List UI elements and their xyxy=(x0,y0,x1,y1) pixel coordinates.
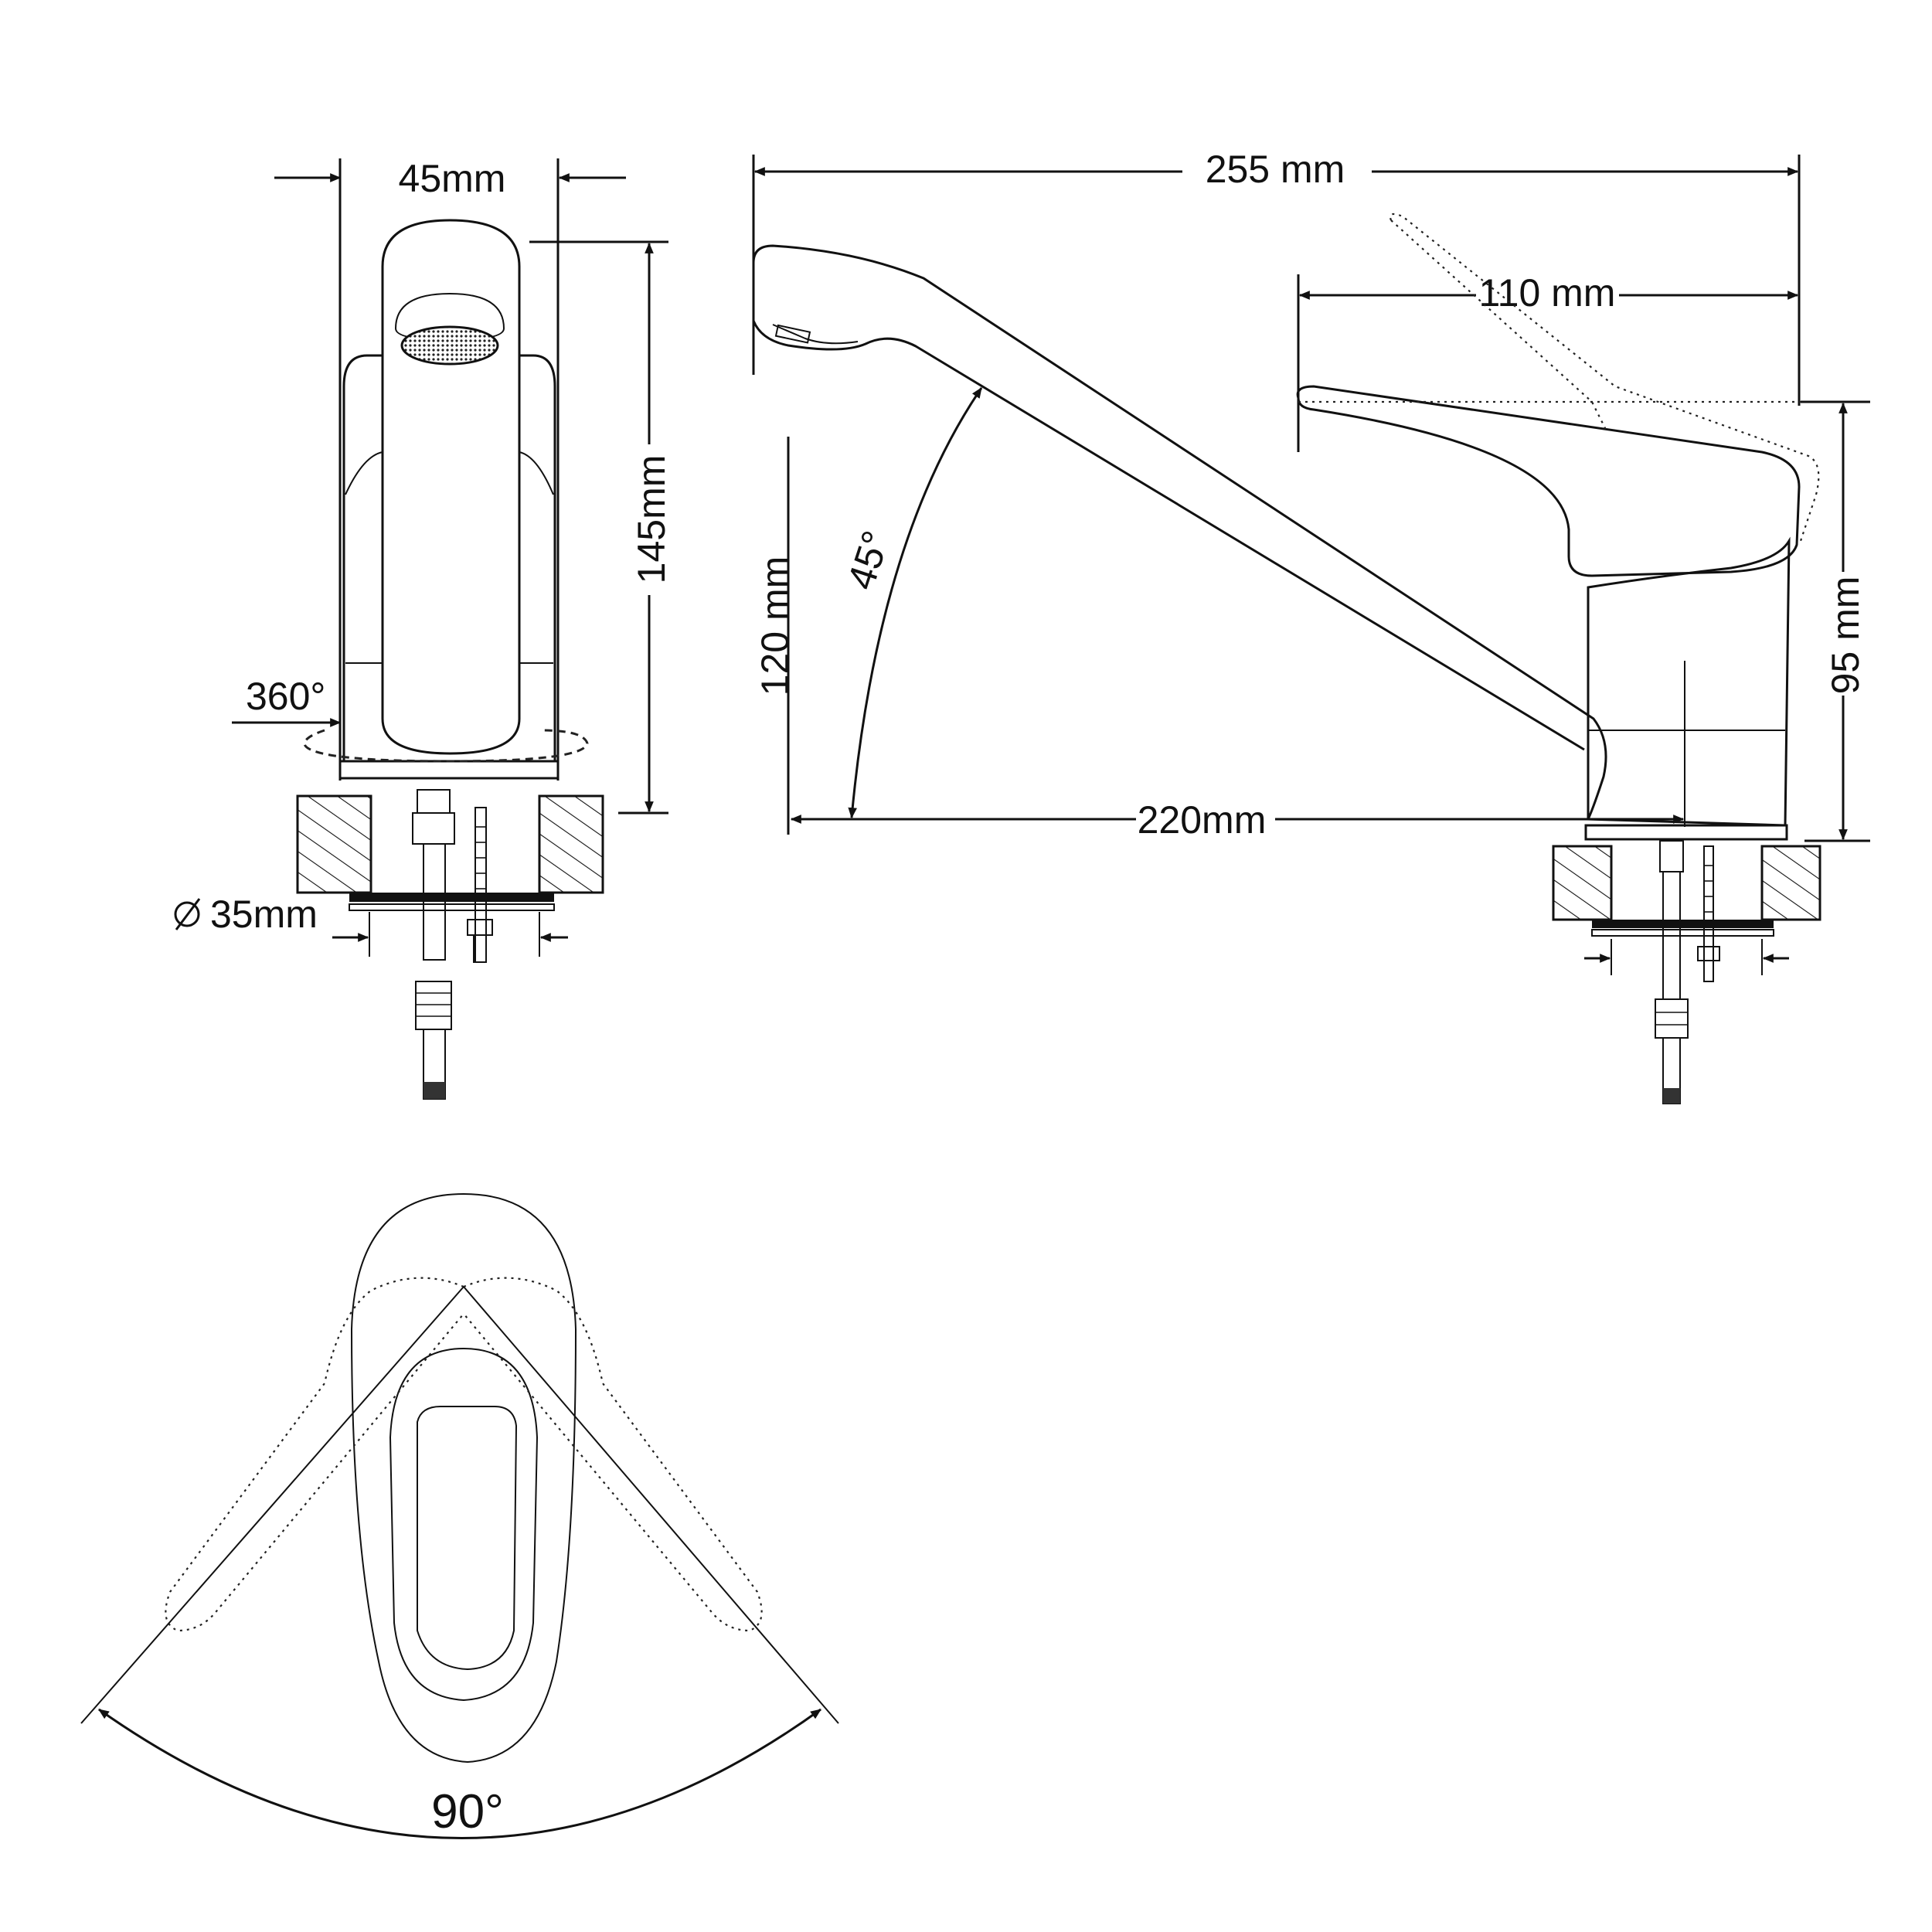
lever-label: 110 mm xyxy=(1479,271,1616,315)
handle-raised-ghost xyxy=(1389,213,1820,542)
body-shoulder-left xyxy=(345,451,383,495)
pipe-fitting-side xyxy=(1655,998,1689,1039)
stud-nut xyxy=(467,919,493,936)
gasket-side xyxy=(1592,920,1774,928)
body-left-edge xyxy=(342,354,383,761)
spout-front xyxy=(381,219,521,755)
base-flange-side xyxy=(1584,824,1788,841)
side-view: 255 mm 110 mm 120 mm 45° 220mm xyxy=(752,148,1870,1104)
gasket xyxy=(349,893,554,902)
handle-ghost-right xyxy=(463,1277,763,1632)
spout-height-label: 120 mm xyxy=(753,556,797,696)
spout-nozzle xyxy=(772,324,859,345)
base-outline-top xyxy=(350,1192,577,1764)
washer-side xyxy=(1591,929,1774,937)
countertop-left xyxy=(296,794,372,894)
rotation-label: 360° xyxy=(246,675,325,718)
pipe-nut-side xyxy=(1659,840,1684,872)
pipe-end-side xyxy=(1663,1088,1680,1104)
pipe-fitting xyxy=(415,981,452,1030)
pipe-end xyxy=(423,1082,445,1099)
stud-end xyxy=(473,934,487,963)
width-label: 45mm xyxy=(399,157,506,200)
handle-grip-top xyxy=(417,1406,518,1671)
swing-line-left xyxy=(80,1286,464,1724)
handle-raised-ghost-inner xyxy=(1390,219,1608,434)
aerator-mesh xyxy=(400,325,499,366)
countertop-right-side xyxy=(1760,845,1821,921)
countertop-left-side xyxy=(1552,845,1613,921)
body-shoulder-right xyxy=(519,451,554,495)
spout-angle-label: 45° xyxy=(839,526,899,594)
countertop-right xyxy=(538,794,604,894)
washer xyxy=(349,903,555,911)
threaded-stud xyxy=(474,807,487,963)
height-label: 145mm xyxy=(630,455,673,584)
swing-arc xyxy=(98,1708,821,1839)
body-side xyxy=(1587,536,1791,827)
rotation-circle xyxy=(303,729,589,763)
threaded-stud-side xyxy=(1703,845,1714,982)
stud-nut-side xyxy=(1697,946,1720,961)
body-height-label: 95 mm xyxy=(1824,577,1867,695)
pipe-nut xyxy=(412,812,455,845)
front-view: 45mm 360° xyxy=(174,157,673,1100)
handle-side xyxy=(1296,385,1801,577)
body-right-edge xyxy=(519,354,556,761)
pipe-nut-top xyxy=(417,789,451,814)
swing-line-right xyxy=(463,1286,839,1724)
handle-ghost-left xyxy=(165,1277,464,1632)
base-flange xyxy=(338,760,560,780)
spout-top-edge xyxy=(752,244,1607,820)
supply-pipe-upper xyxy=(423,843,446,961)
top-view: 90° xyxy=(80,1192,839,1839)
reach-label: 220mm xyxy=(1138,798,1267,842)
length-label: 255 mm xyxy=(1206,148,1345,191)
lever-swing-label: 90° xyxy=(431,1785,504,1838)
diameter-symbol-icon xyxy=(174,901,200,927)
spout-bottom-edge xyxy=(752,263,1585,751)
aerator-side xyxy=(774,324,811,344)
hole-diameter-label: 35mm xyxy=(210,893,318,936)
angle-arc xyxy=(848,387,983,819)
